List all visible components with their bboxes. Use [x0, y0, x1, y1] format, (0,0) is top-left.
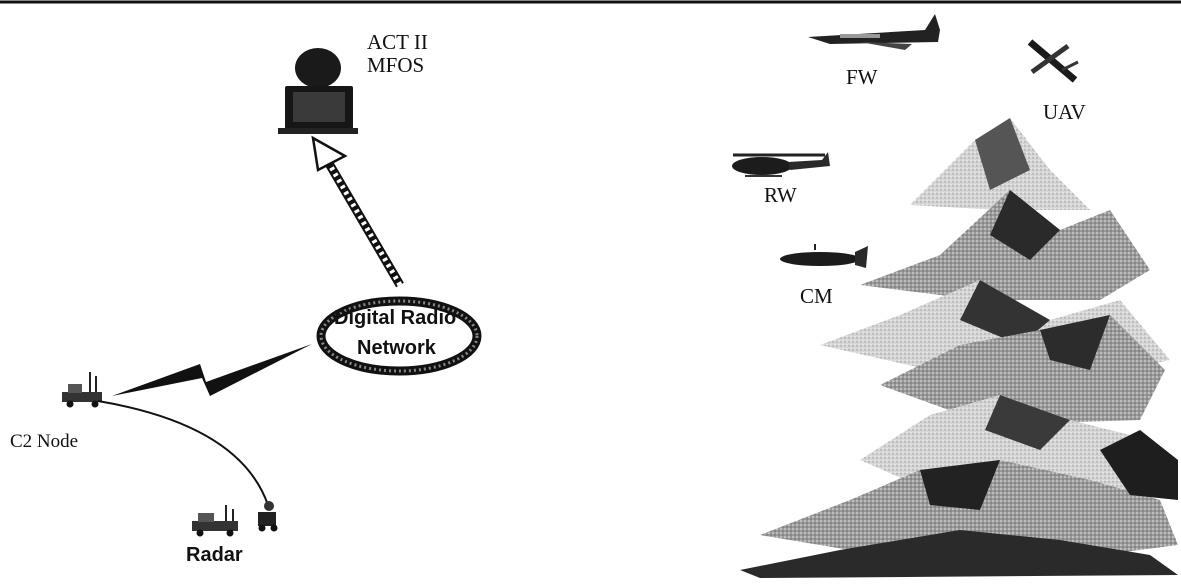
radar-label: Radar	[186, 544, 243, 566]
cruise-missile-icon	[780, 244, 868, 268]
mfos-terminal-icon	[278, 48, 358, 134]
mountain-terrain	[740, 118, 1178, 578]
radio-link-bolt	[112, 344, 312, 396]
uav-label: UAV	[1043, 100, 1086, 124]
helicopter-icon	[732, 152, 830, 177]
act-ii-label: ACT II	[367, 30, 428, 54]
network-ellipse	[316, 296, 482, 376]
mfos-label: MFOS	[367, 53, 425, 77]
fixed-wing-aircraft-icon	[808, 14, 940, 50]
network-label-line1: Digital Radio	[334, 307, 457, 329]
fw-label: FW	[846, 65, 878, 89]
c2-node-label: C2 Node	[10, 431, 79, 452]
rw-label: RW	[764, 183, 797, 207]
network-label-line2: Network	[357, 337, 436, 359]
radar-vehicle-icon	[192, 501, 278, 537]
cm-label: CM	[800, 284, 833, 308]
c2-vehicle-icon	[62, 372, 102, 408]
uav-icon	[1027, 39, 1079, 83]
radar-link-curve	[97, 400, 269, 506]
uplink-arrow	[311, 135, 404, 288]
